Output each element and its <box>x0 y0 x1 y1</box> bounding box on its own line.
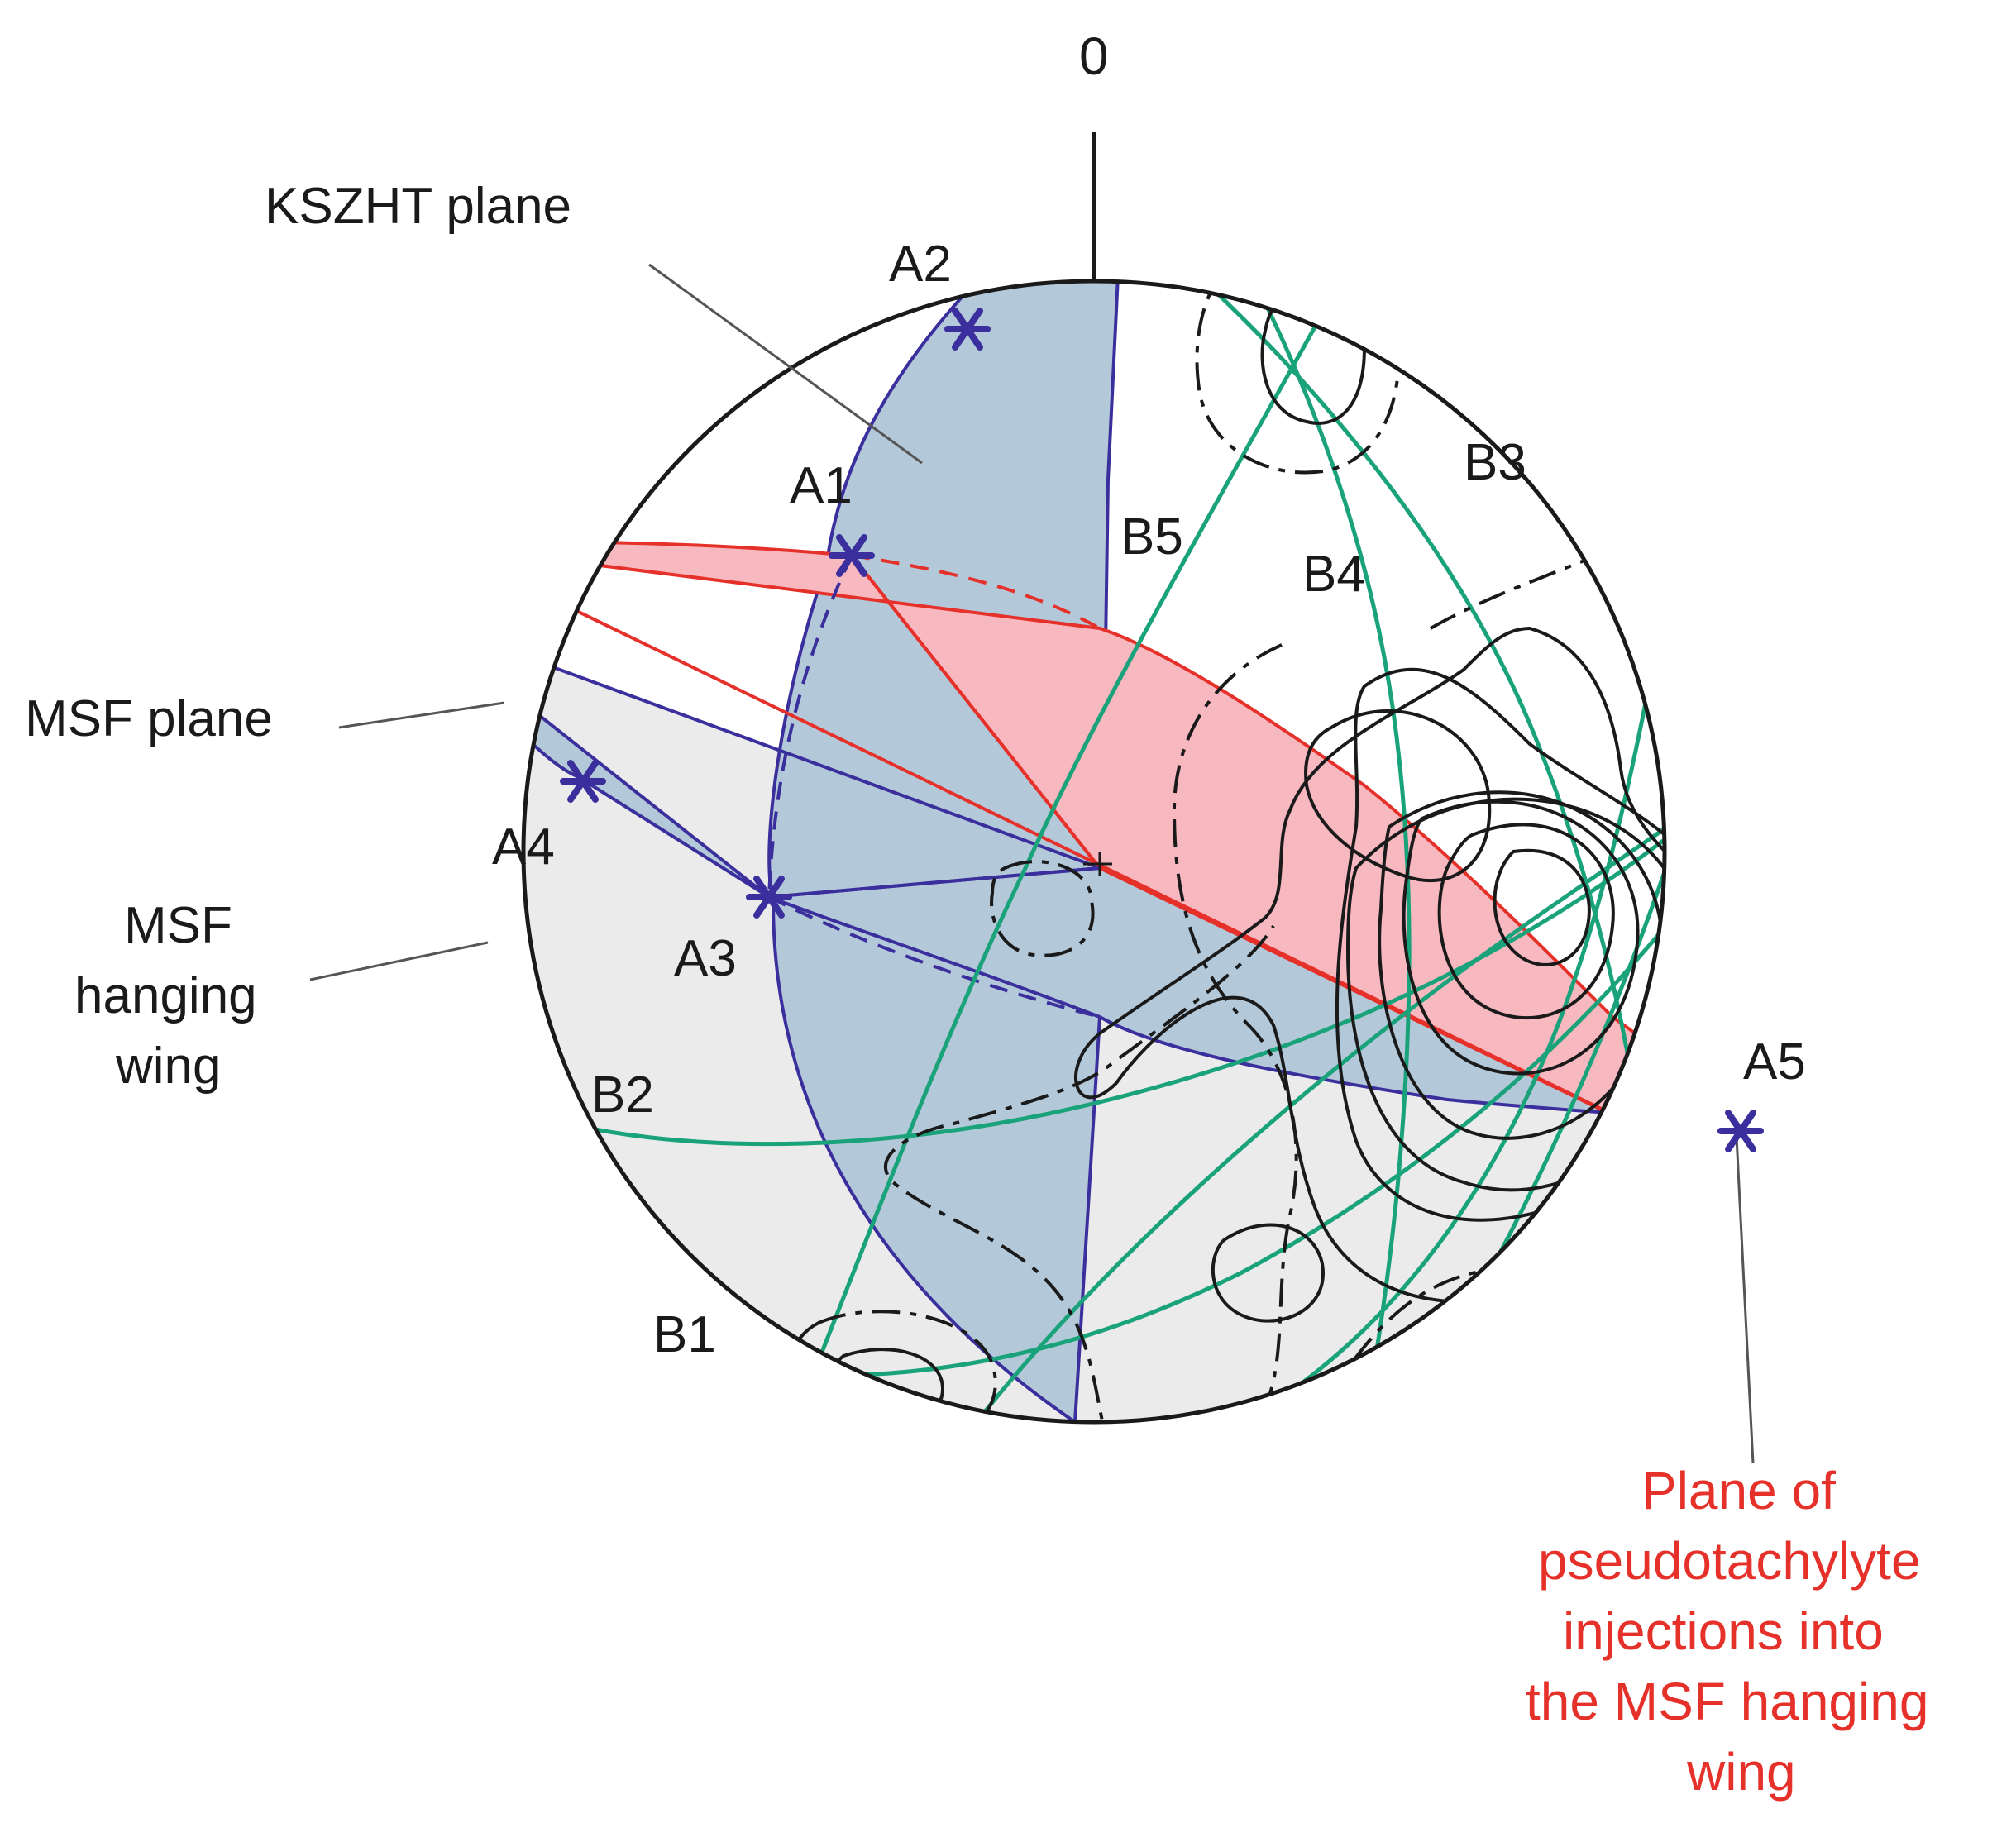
great-circle-label-b3: B3 <box>1464 434 1526 491</box>
great-circle-b4 <box>1172 281 1412 1422</box>
great-circle-b8 <box>949 725 1665 1422</box>
pseudotachylyte-label-line-2: pseudotachylyte <box>1538 1531 1921 1591</box>
kszht-plane-label: KSZHT plane <box>265 178 571 235</box>
a1-marker-icon <box>829 534 875 577</box>
a5-marker-icon <box>1717 1110 1764 1152</box>
msf-hanging-wing-line-2: hanging <box>74 967 257 1024</box>
pseudotachylyte-dashed-arc <box>851 554 1101 630</box>
great-circle-label-b1: B1 <box>653 1306 716 1363</box>
a1-to-center-line <box>850 554 1101 870</box>
point-markers <box>560 308 1764 1152</box>
point-label-a5: A5 <box>1743 1033 1806 1090</box>
msf-hanging-wing-line-3: wing <box>115 1038 222 1095</box>
point-label-a3: A3 <box>674 930 737 987</box>
pseudotachylyte-label-line-4: the MSF hanging <box>1526 1672 1928 1731</box>
kszht-dashed-arc <box>767 555 853 898</box>
point-label-a2: A2 <box>889 236 952 293</box>
great-circle-label-b2: B2 <box>591 1067 654 1124</box>
stereonet-primitive <box>521 279 1667 1425</box>
point-label-a4: A4 <box>492 818 555 876</box>
msf-hanging-wing-line-1: MSF <box>124 897 232 954</box>
great-circle-label-b4: B4 <box>1302 546 1365 603</box>
a3-marker-icon <box>746 876 792 919</box>
pseudotachylyte-chord <box>523 544 1665 1192</box>
center-cross <box>1083 852 1112 876</box>
kszht-plane-fill <box>767 281 1127 1422</box>
great-circle-b5 <box>791 281 1375 1422</box>
point-label-a1: A1 <box>790 457 853 514</box>
pseudotachylyte-label-line-3: injections into <box>1563 1601 1884 1661</box>
leader-lines <box>309 263 1755 1464</box>
a4-marker-icon <box>560 760 606 803</box>
a3-to-center-line <box>768 866 1101 899</box>
a2-marker-icon <box>944 308 991 351</box>
great-circle-b7 <box>1478 479 1665 1291</box>
great-circle-label-b5: B5 <box>1120 508 1183 566</box>
north-label: 0 <box>1079 26 1109 86</box>
pseudotachylyte-label-line-1: Plane of <box>1641 1461 1836 1520</box>
msf-plane-label: MSF plane <box>25 690 273 747</box>
pseudotachylyte-label-line-5: wing <box>1686 1742 1796 1802</box>
